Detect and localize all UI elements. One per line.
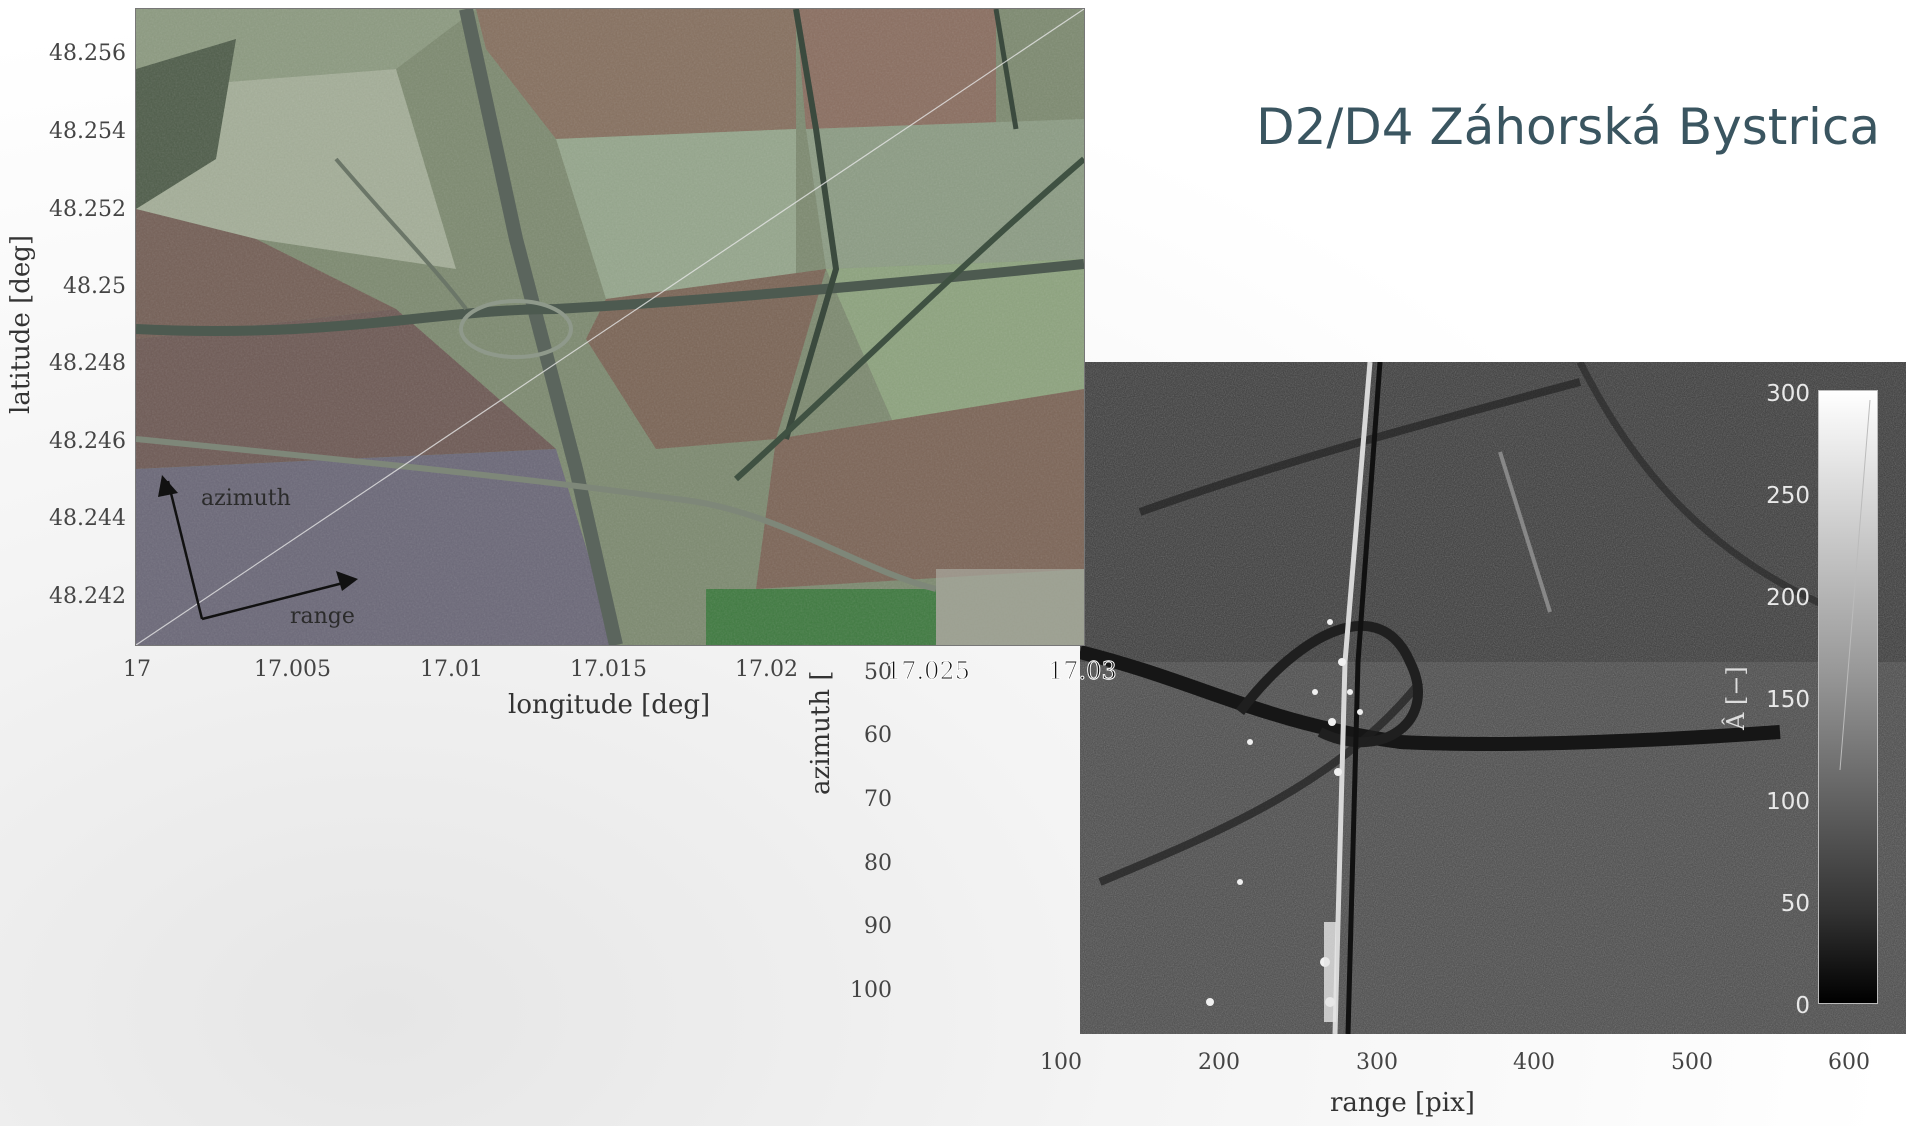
sar-texture: [1080, 362, 1906, 1034]
colorbar-tick: 50: [1780, 891, 1810, 917]
sar-xtick: 200: [1198, 1050, 1240, 1075]
sar-ytick: 60: [864, 723, 892, 748]
colorbar-label: Â [−]: [1722, 666, 1750, 730]
map-ytick: 48.248: [49, 351, 126, 376]
colorbar-tick: 300: [1766, 381, 1810, 407]
sar-xlabel: range [pix]: [1330, 1088, 1475, 1118]
map-xtick-overlay: 17.03: [1048, 657, 1118, 686]
map-xtick: 17.005: [254, 657, 331, 682]
sar-ylabel: azimuth [: [806, 670, 836, 795]
sar-xtick: 400: [1513, 1050, 1555, 1075]
colorbar-tick: 150: [1766, 687, 1810, 713]
map-xtick: 17: [123, 657, 151, 682]
colorbar-tick: 100: [1766, 789, 1810, 815]
sar-xtick: 100: [1040, 1050, 1082, 1075]
sar-ytick: 80: [864, 851, 892, 876]
map-ytick: 48.252: [49, 197, 126, 222]
map-ytick: 48.25: [63, 274, 126, 299]
sar-amplitude-image: [1080, 362, 1906, 1034]
sar-ytick: 50: [864, 660, 892, 685]
slide-title: D2/D4 Záhorská Bystrica: [1256, 98, 1880, 156]
colorbar: [1818, 390, 1878, 1004]
map-ytick: 48.246: [49, 429, 126, 454]
sar-xtick: 500: [1671, 1050, 1713, 1075]
map-ytick: 48.254: [49, 119, 126, 144]
map-ytick: 48.256: [49, 41, 126, 66]
sar-xtick: 600: [1828, 1050, 1870, 1075]
map-xtick: 17.01: [420, 657, 483, 682]
sar-ytick: 70: [864, 787, 892, 812]
sar-ytick: 100: [850, 978, 892, 1003]
map-xtick-overlay: 17.025: [886, 657, 971, 686]
sar-ytick: 90: [864, 914, 892, 939]
map-xtick: 17.02: [735, 657, 798, 682]
colorbar-tick: 200: [1766, 585, 1810, 611]
azimuth-arrow-label: azimuth: [201, 486, 291, 511]
map-ytick: 48.244: [49, 506, 126, 531]
range-arrow-label: range: [290, 604, 355, 629]
map-xlabel: longitude [deg]: [508, 690, 711, 720]
map-ytick: 48.242: [49, 584, 126, 609]
colorbar-diagonal: [1839, 399, 1871, 771]
map-xtick: 17.015: [570, 657, 647, 682]
sar-xtick: 300: [1356, 1050, 1398, 1075]
map-ylabel: latitude [deg]: [6, 234, 36, 414]
satellite-map: [135, 8, 1085, 646]
colorbar-tick: 250: [1766, 483, 1810, 509]
map-image: [136, 9, 1084, 645]
colorbar-tick: 0: [1795, 993, 1810, 1019]
